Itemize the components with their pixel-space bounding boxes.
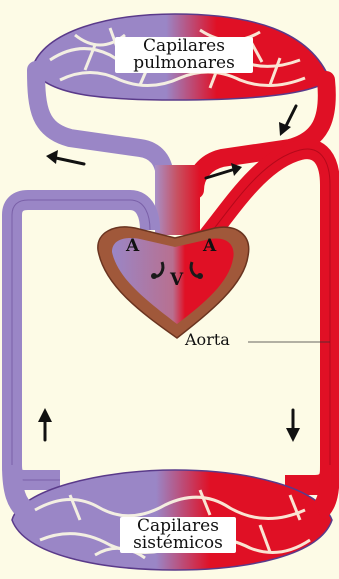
right-atrium-label: A (203, 236, 216, 256)
pulmonary-label-line2: pulmonares (119, 55, 249, 72)
ventricle-label: V (170, 270, 183, 290)
aorta-vessel (205, 149, 330, 485)
venous-return-arrow (38, 408, 52, 440)
systemic-label-line2: sistémicos (124, 535, 232, 552)
pulmonary-return-arrow (279, 106, 296, 136)
left-atrium-label: A (126, 236, 139, 256)
vessel-stem (155, 165, 200, 235)
aorta-label: Aorta (185, 330, 230, 349)
pulmonary-capillaries-label: Capilares pulmonares (115, 37, 253, 73)
systemic-capillaries-label: Capilares sistémicos (120, 517, 236, 553)
pulmonary-out-arrow (46, 150, 84, 164)
arterial-flow-arrow (286, 410, 300, 442)
